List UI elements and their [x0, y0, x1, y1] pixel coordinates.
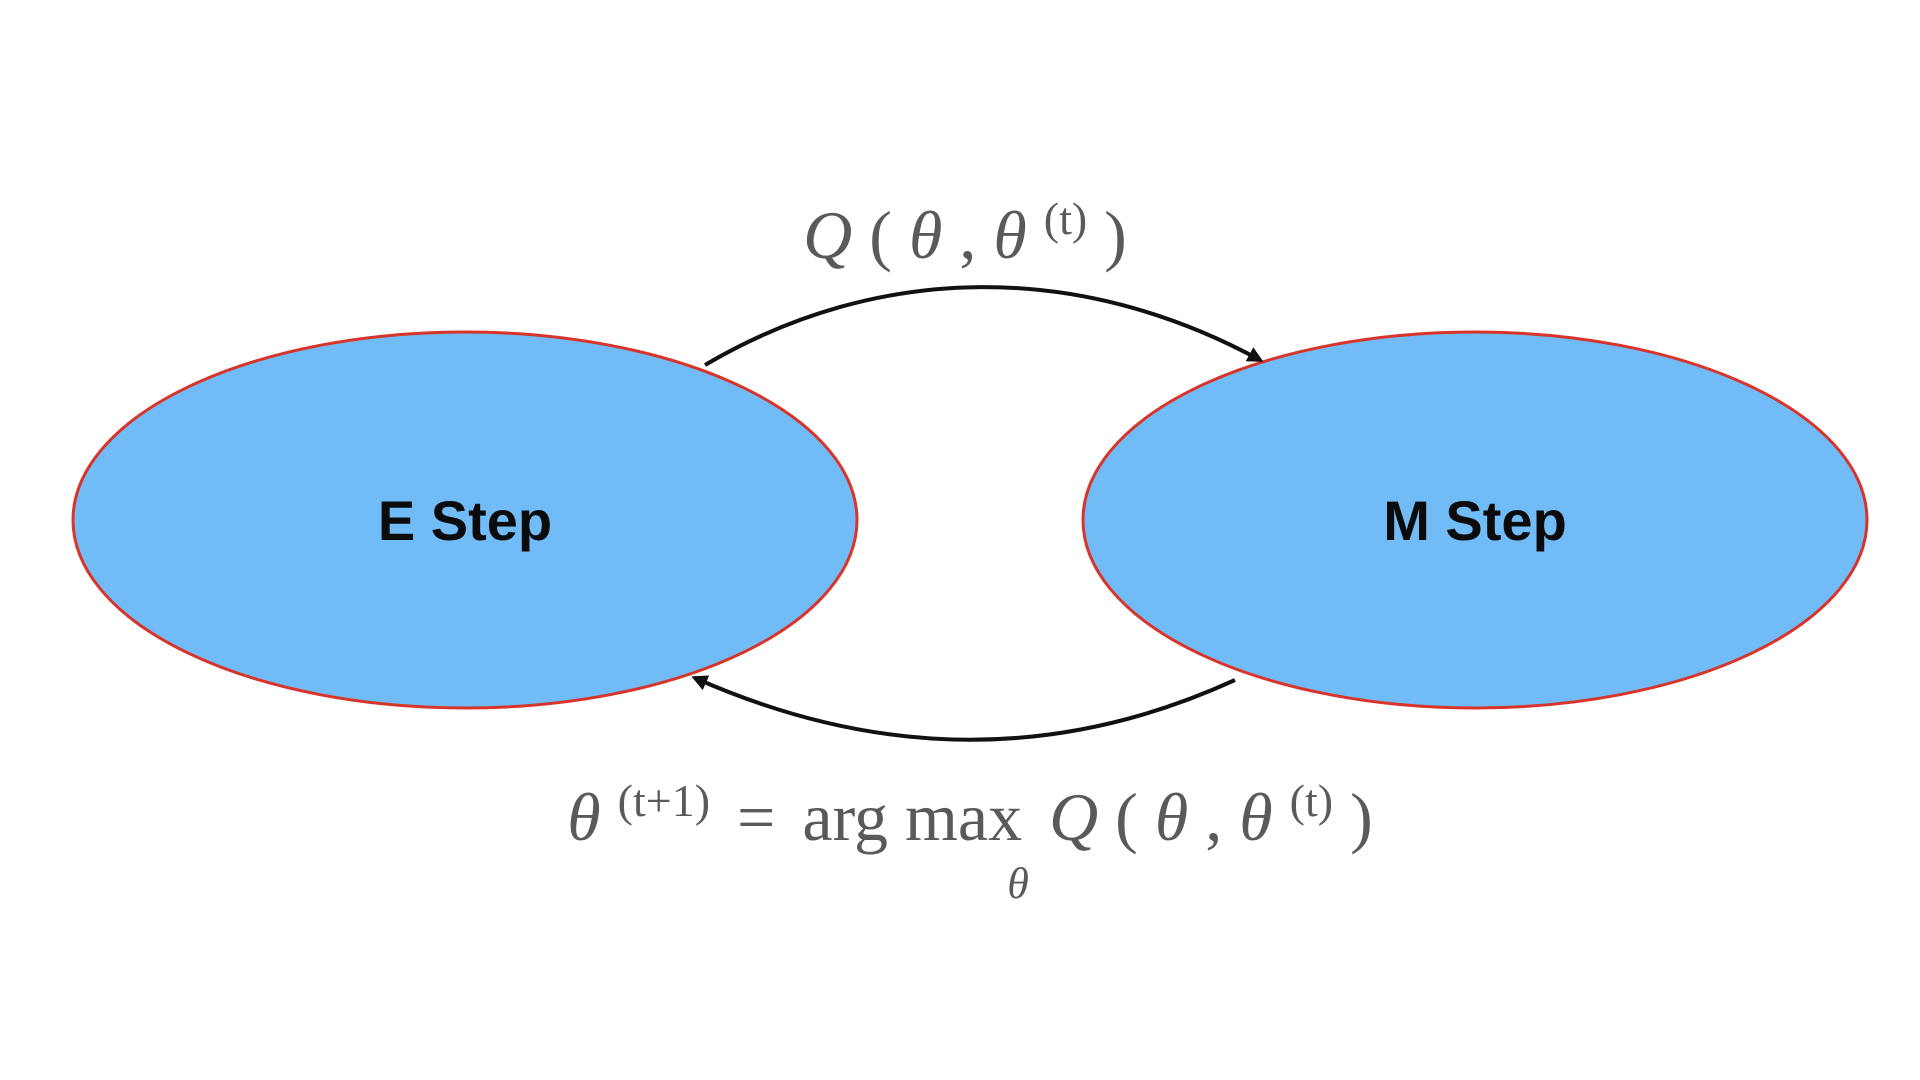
argmax-subscript: θ	[1007, 859, 1029, 908]
m-step-node[interactable]: M Step	[1081, 330, 1869, 710]
m-step-update-label: θ (t+1) = arg max Q ( θ , θ (t) ) θ	[567, 755, 1372, 908]
arrow-m-to-e	[691, 675, 1236, 742]
svg-text:Q ( θ ,: Q ( θ , θ (t) )	[803, 173, 1127, 273]
m-step-label: M Step	[1383, 489, 1567, 552]
svg-text:θ (t+1) = ar: θ (t+1) = arg max Q ( θ , θ (t) )	[567, 755, 1372, 855]
q-function-label: Q ( θ , θ (t) )	[803, 173, 1127, 273]
arrow-e-to-m	[703, 285, 1264, 367]
e-step-ellipse	[71, 330, 859, 710]
e-step-label: E Step	[378, 489, 552, 552]
e-step-node[interactable]: E Step	[71, 330, 859, 710]
m-step-ellipse	[1081, 330, 1869, 710]
